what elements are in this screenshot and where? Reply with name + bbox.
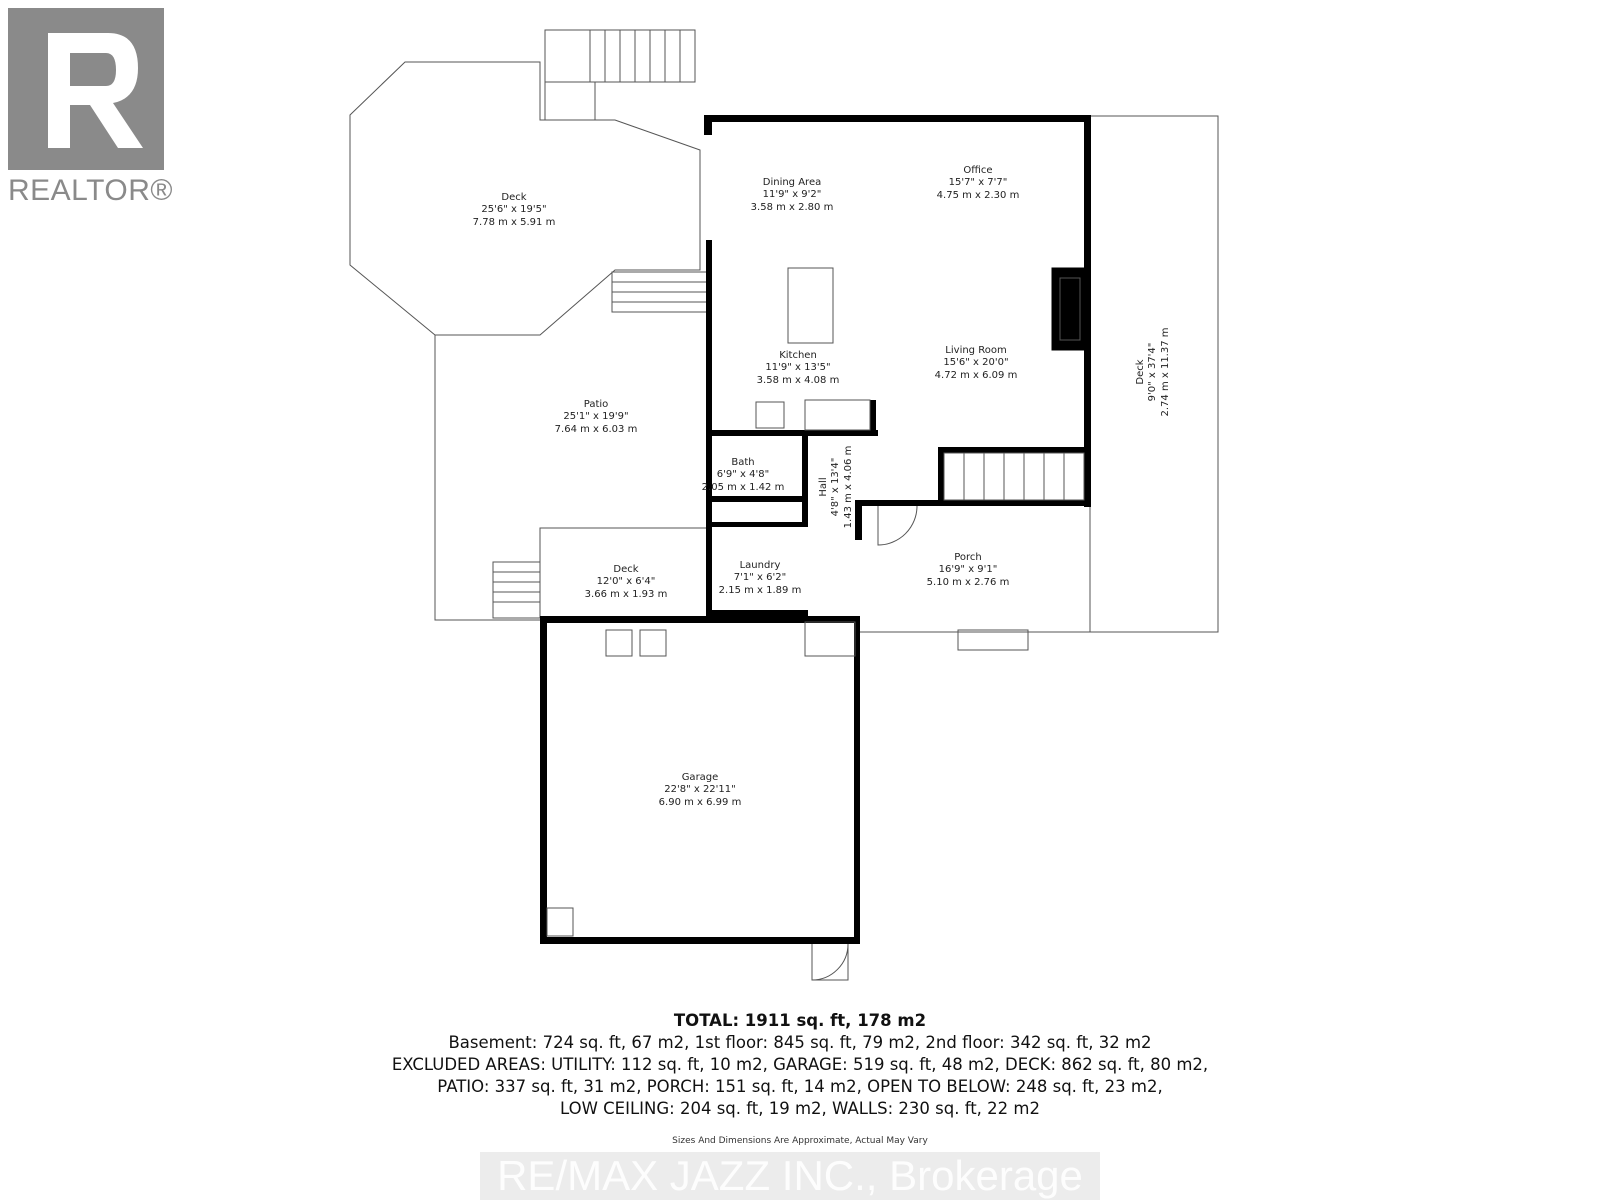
interior-stairs (804, 452, 1085, 657)
svg-text:Deck: Deck (613, 564, 638, 575)
svg-text:15'6" x 20'0": 15'6" x 20'0" (943, 357, 1008, 368)
svg-text:Patio: Patio (584, 399, 609, 410)
garage-fixture-2 (639, 629, 667, 657)
svg-text:11'9" x 9'2": 11'9" x 9'2" (763, 189, 822, 200)
svg-text:Laundry: Laundry (740, 560, 781, 571)
summary-line-3: PATIO: 337 sq. ft, 31 m2, PORCH: 151 sq.… (437, 1077, 1163, 1096)
garage-corner-box (546, 907, 574, 937)
garage-fixture-1 (605, 629, 633, 657)
total-area: TOTAL: 1911 sq. ft, 178 m2 (673, 1011, 927, 1030)
deck-stairs-top (544, 29, 696, 121)
porch-door-swing (877, 505, 918, 546)
svg-text:7.64 m x 6.03 m: 7.64 m x 6.03 m (555, 424, 638, 435)
svg-text:6.90 m x 6.99 m: 6.90 m x 6.99 m (659, 797, 742, 808)
disclaimer-note: Sizes And Dimensions Are Approximate, Ac… (672, 1136, 928, 1146)
summary-line-1: Basement: 724 sq. ft, 67 m2, 1st floor: … (448, 1033, 1152, 1052)
svg-text:5.10 m x 2.76 m: 5.10 m x 2.76 m (927, 577, 1010, 588)
svg-text:11'9" x 13'5": 11'9" x 13'5" (765, 362, 830, 373)
brokerage-watermark: RE/MAX JAZZ INC., Brokerage (480, 1152, 1100, 1200)
svg-text:22'8" x 22'11": 22'8" x 22'11" (664, 784, 736, 795)
realtor-r-mark (8, 8, 164, 170)
svg-text:7'1" x 6'2": 7'1" x 6'2" (734, 572, 786, 583)
svg-text:9'0" x 37'4": 9'0" x 37'4" (1147, 343, 1158, 402)
svg-text:3.58 m x 2.80 m: 3.58 m x 2.80 m (751, 202, 834, 213)
realtor-wordmark: REALTOR® (8, 174, 174, 207)
svg-text:Porch: Porch (954, 552, 982, 563)
svg-text:Garage: Garage (682, 772, 719, 783)
svg-text:Dining Area: Dining Area (763, 177, 821, 188)
svg-text:4.72 m x 6.09 m: 4.72 m x 6.09 m (935, 370, 1018, 381)
patio-outline (434, 335, 493, 621)
deck-octagon-outline (349, 61, 701, 336)
svg-text:Hall: Hall (818, 477, 829, 496)
walls (540, 115, 1091, 944)
svg-text:Living Room: Living Room (945, 345, 1006, 356)
small-deck-stairs (492, 561, 541, 619)
svg-text:25'1" x 19'9": 25'1" x 19'9" (563, 411, 628, 422)
summary-line-4: LOW CEILING: 204 sq. ft, 19 m2, WALLS: 2… (560, 1099, 1040, 1118)
realtor-logo: REALTOR® (8, 8, 174, 208)
svg-text:Kitchen: Kitchen (779, 350, 817, 361)
svg-text:25'6" x 19'5": 25'6" x 19'5" (481, 204, 546, 215)
small-deck-outline (493, 527, 708, 563)
svg-text:2.74 m x 11.37 m: 2.74 m x 11.37 m (1160, 327, 1171, 416)
svg-text:15'7" x 7'7": 15'7" x 7'7" (949, 177, 1008, 188)
svg-text:1.43 m x 4.06 m: 1.43 m x 4.06 m (843, 446, 854, 529)
right-deck-outline (858, 115, 1219, 633)
svg-text:3.58 m x 4.08 m: 3.58 m x 4.08 m (757, 375, 840, 386)
svg-text:16'9" x 9'1": 16'9" x 9'1" (939, 564, 998, 575)
svg-text:12'0" x 6'4": 12'0" x 6'4" (597, 576, 656, 587)
fireplace (1059, 277, 1081, 341)
svg-text:Deck: Deck (501, 192, 526, 203)
kitchen-island (787, 267, 834, 344)
svg-text:6'9" x 4'8": 6'9" x 4'8" (717, 469, 769, 480)
stove (755, 401, 785, 429)
deck-stairs-middle (611, 271, 709, 313)
svg-text:7.78 m x 5.91 m: 7.78 m x 5.91 m (473, 217, 556, 228)
summary-line-2: EXCLUDED AREAS: UTILITY: 112 sq. ft, 10 … (391, 1055, 1209, 1074)
counter (804, 399, 871, 431)
svg-text:Deck: Deck (1135, 359, 1146, 384)
svg-text:2.05 m x 1.42 m: 2.05 m x 1.42 m (702, 482, 785, 493)
garage-door-swing (811, 943, 849, 981)
svg-text:4'8" x 13'4": 4'8" x 13'4" (830, 458, 841, 517)
svg-text:4.75 m x 2.30 m: 4.75 m x 2.30 m (937, 190, 1020, 201)
area-summary: TOTAL: 1911 sq. ft, 178 m2 Basement: 724… (0, 1010, 1600, 1120)
svg-text:Office: Office (963, 165, 992, 176)
svg-text:Bath: Bath (731, 457, 754, 468)
svg-text:3.66 m x 1.93 m: 3.66 m x 1.93 m (585, 589, 668, 600)
porch-steps (957, 629, 1029, 651)
svg-text:2.15 m x 1.89 m: 2.15 m x 1.89 m (719, 585, 802, 596)
